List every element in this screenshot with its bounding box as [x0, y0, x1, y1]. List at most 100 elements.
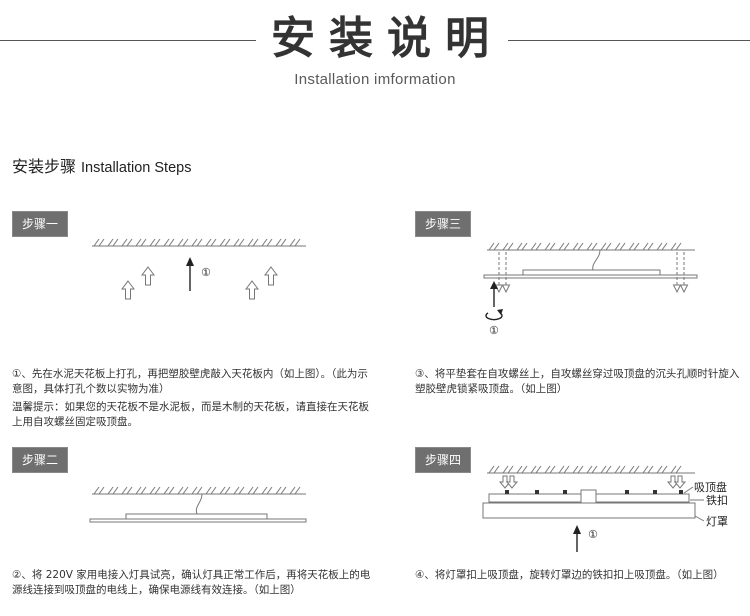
hatch-mark	[572, 465, 579, 474]
label-shade: 灯罩	[706, 515, 728, 528]
hatch-mark	[191, 486, 198, 495]
step1-marker: ①	[201, 266, 211, 279]
hatch-mark	[577, 465, 584, 474]
hatch-mark	[675, 242, 682, 251]
hollow-down-arrow-icon	[666, 475, 680, 489]
hatch-mark	[205, 486, 212, 495]
hollow-down-arrow-icon	[501, 284, 511, 294]
hatch-mark	[107, 486, 114, 495]
hatch-mark	[619, 242, 626, 251]
hatch-mark	[252, 238, 259, 247]
hatch-mark	[247, 238, 254, 247]
hatch-mark	[140, 486, 147, 495]
hatch-mark	[261, 486, 268, 495]
solid-up-arrow-icon	[573, 525, 581, 534]
hollow-up-arrow-icon	[141, 266, 155, 286]
hatch-mark	[233, 486, 240, 495]
step2-diagram	[89, 486, 307, 523]
hatch-mark	[112, 238, 119, 247]
hatch-mark	[502, 242, 509, 251]
hatch-mark	[182, 238, 189, 247]
hatch-mark	[535, 242, 542, 251]
hatch-mark	[549, 242, 556, 251]
hatch-mark	[210, 238, 217, 247]
hatch-mark	[168, 486, 175, 495]
page-title: 安装说明	[271, 13, 503, 64]
hatch-mark	[191, 238, 198, 247]
hatch-mark	[563, 465, 570, 474]
hatch-mark	[177, 238, 184, 247]
hatch-mark	[205, 238, 212, 247]
hatch-mark	[266, 238, 273, 247]
hatch-mark	[121, 486, 128, 495]
hatch-mark	[591, 465, 598, 474]
hatch-mark	[149, 486, 156, 495]
leader-line-shade	[694, 515, 705, 522]
step4-description: ④、将灯罩扣上吸顶盘，旋转灯罩边的铁扣扣上吸顶盘。（如上图）	[415, 569, 724, 581]
hatch-mark	[493, 465, 500, 474]
hatch-mark	[168, 238, 175, 247]
ceiling-hatch	[488, 465, 682, 474]
label-clip: 铁扣	[706, 493, 728, 507]
hatch-mark	[633, 242, 640, 251]
power-wire	[195, 493, 203, 515]
hatch-mark	[294, 486, 301, 495]
hatch-mark	[600, 242, 607, 251]
iron-clip	[535, 490, 539, 494]
hatch-mark	[177, 486, 184, 495]
hatch-mark	[544, 242, 551, 251]
hatch-mark	[521, 465, 528, 474]
hatch-mark	[572, 242, 579, 251]
hatch-mark	[252, 486, 259, 495]
hollow-down-arrow-icon	[672, 284, 682, 294]
section-title-en: Installation Steps	[81, 160, 192, 176]
hatch-mark	[656, 242, 663, 251]
iron-clip	[653, 490, 657, 494]
hatch-mark	[126, 486, 133, 495]
hatch-mark	[493, 242, 500, 251]
hatch-mark	[586, 242, 593, 251]
hatch-mark	[530, 465, 537, 474]
hatch-mark	[600, 465, 607, 474]
iron-clip	[625, 490, 629, 494]
hatch-mark	[577, 242, 584, 251]
hatch-mark	[275, 486, 282, 495]
hatch-mark	[224, 486, 231, 495]
hatch-mark	[516, 465, 523, 474]
solid-up-arrow-icon	[186, 257, 194, 266]
hatch-mark	[196, 238, 203, 247]
hatch-mark	[140, 238, 147, 247]
ceiling-hatch	[488, 242, 682, 251]
hatch-mark	[275, 238, 282, 247]
hatch-mark	[280, 238, 287, 247]
rotate-clockwise-icon	[485, 312, 503, 321]
hollow-down-arrow-icon	[673, 475, 687, 489]
hatch-mark	[642, 242, 649, 251]
hatch-mark	[647, 465, 654, 474]
mounting-plate-center	[580, 489, 597, 505]
hatch-mark	[233, 238, 240, 247]
hatch-mark	[605, 465, 612, 474]
hatch-mark	[238, 238, 245, 247]
hatch-mark	[642, 465, 649, 474]
hatch-mark	[661, 242, 668, 251]
step3-badge: 步骤三	[415, 211, 471, 237]
hatch-mark	[558, 242, 565, 251]
hatch-mark	[507, 242, 514, 251]
hollow-up-arrow-icon	[264, 266, 278, 286]
step3-marker: ①	[489, 324, 499, 337]
hatch-mark	[154, 486, 161, 495]
hatch-mark	[633, 465, 640, 474]
step4-badge: 步骤四	[415, 447, 471, 473]
hatch-mark	[530, 242, 537, 251]
section-title-cn: 安装步骤	[12, 157, 77, 176]
step3-description: ③、将平垫套在自攻螺丝上，自攻螺丝穿过吸顶盘的沉头孔顺时针旋入塑胶壁虎锁紧吸顶盘…	[415, 368, 740, 395]
hatch-mark	[247, 486, 254, 495]
ceiling-hatch	[93, 486, 301, 495]
hatch-mark	[135, 486, 142, 495]
hatch-mark	[289, 486, 296, 495]
hatch-mark	[126, 238, 133, 247]
hatch-mark	[280, 486, 287, 495]
